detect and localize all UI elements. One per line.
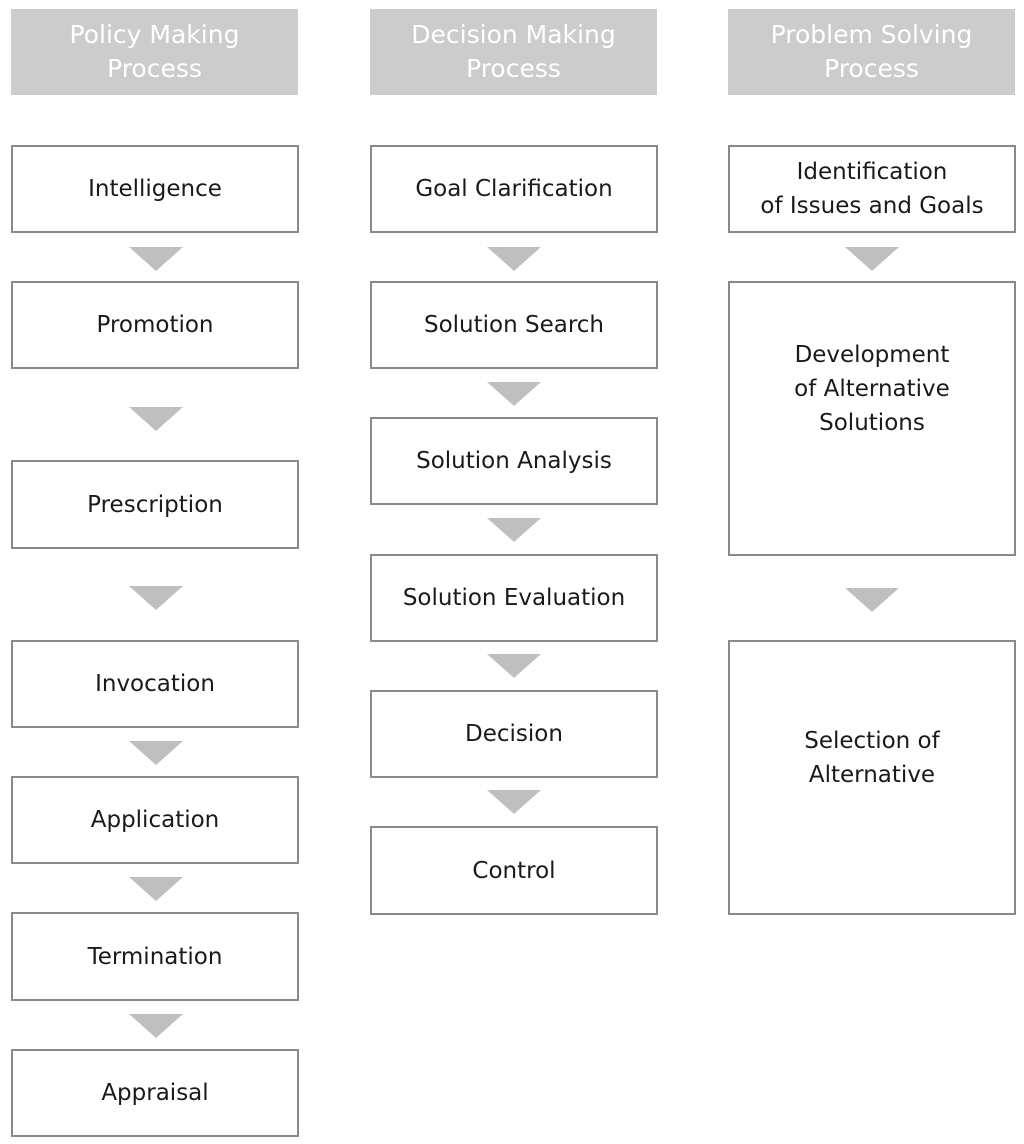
step-box: Termination	[11, 912, 299, 1001]
step-box: Development of Alternative Solutions	[728, 281, 1016, 556]
step-box: Control	[370, 826, 658, 915]
down-arrow-icon	[845, 588, 899, 612]
down-arrow-icon	[129, 586, 183, 610]
step-box: Invocation	[11, 640, 299, 728]
column-header-policy-making: Policy Making Process	[11, 9, 298, 95]
down-arrow-icon	[129, 877, 183, 901]
step-box: Intelligence	[11, 145, 299, 233]
step-box: Solution Evaluation	[370, 554, 658, 642]
step-box: Selection of Alternative	[728, 640, 1016, 915]
down-arrow-icon	[845, 247, 899, 271]
step-box: Prescription	[11, 460, 299, 549]
step-box: Solution Analysis	[370, 417, 658, 505]
down-arrow-icon	[129, 247, 183, 271]
down-arrow-icon	[129, 407, 183, 431]
down-arrow-icon	[487, 654, 541, 678]
step-box: Solution Search	[370, 281, 658, 369]
step-box: Appraisal	[11, 1049, 299, 1137]
down-arrow-icon	[487, 247, 541, 271]
step-box: Decision	[370, 690, 658, 778]
down-arrow-icon	[487, 790, 541, 814]
step-box: Identification of Issues and Goals	[728, 145, 1016, 233]
column-header-decision-making: Decision Making Process	[370, 9, 657, 95]
step-box: Goal Clarification	[370, 145, 658, 233]
down-arrow-icon	[487, 382, 541, 406]
down-arrow-icon	[129, 1014, 183, 1038]
down-arrow-icon	[487, 518, 541, 542]
column-header-problem-solving: Problem Solving Process	[728, 9, 1015, 95]
down-arrow-icon	[129, 741, 183, 765]
step-box: Promotion	[11, 281, 299, 369]
step-box: Application	[11, 776, 299, 864]
